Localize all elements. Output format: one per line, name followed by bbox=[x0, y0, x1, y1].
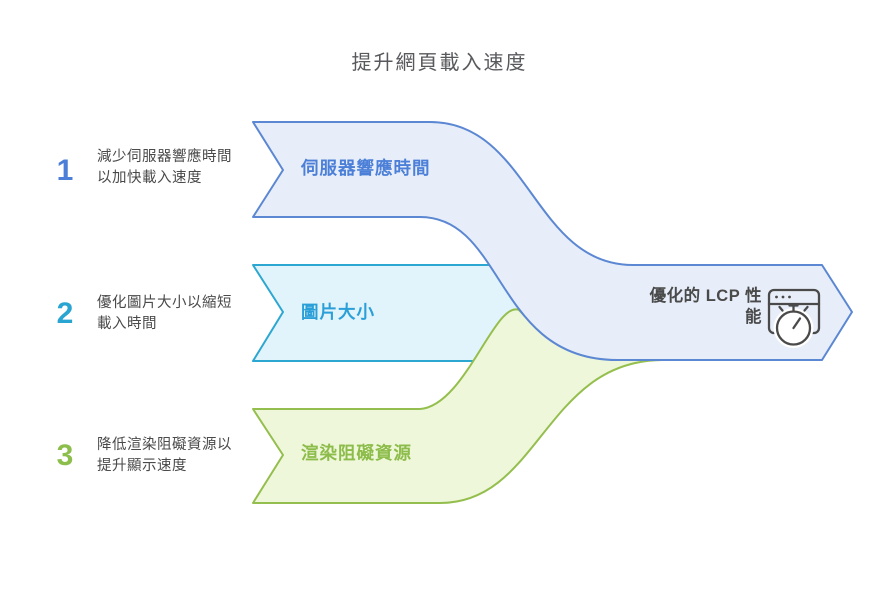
step-description: 減少伺服器響應時間 以加快載入速度 bbox=[97, 147, 257, 189]
step-description-line: 優化圖片大小以縮短 bbox=[97, 295, 232, 311]
step-description: 優化圖片大小以縮短 載入時間 bbox=[97, 293, 257, 335]
band-image-size-outline bbox=[252, 264, 521, 362]
step-description-line: 以加快載入速度 bbox=[97, 170, 202, 186]
step-description: 降低渲染阻礙資源以 提升顯示速度 bbox=[97, 435, 257, 477]
stopwatch-hand bbox=[792, 317, 802, 330]
band-label-image-size: 圖片大小 bbox=[301, 302, 375, 322]
outcome-label: 優化的 LCP 性 能 bbox=[542, 286, 762, 328]
step-description-line: 提升顯示速度 bbox=[97, 458, 187, 474]
band-label-server-response-time: 伺服器響應時間 bbox=[301, 158, 431, 178]
band-label-render-blocking-resources: 渲染阻礙資源 bbox=[301, 443, 412, 463]
outcome-label-line: 優化的 LCP 性 bbox=[649, 287, 762, 305]
step-description-line: 載入時間 bbox=[97, 316, 157, 332]
stopwatch-right-ear bbox=[803, 305, 809, 312]
step-number: 2 bbox=[56, 297, 74, 330]
band-server-response-and-outcome-arrow-shape bbox=[252, 121, 853, 361]
page-title: 提升網頁載入速度 bbox=[351, 52, 528, 74]
outcome-label-line: 能 bbox=[745, 308, 762, 326]
step-number: 1 bbox=[56, 154, 74, 187]
step-description-line: 降低渲染阻礙資源以 bbox=[97, 437, 232, 453]
step-description-line: 減少伺服器響應時間 bbox=[97, 149, 232, 165]
step-number: 3 bbox=[56, 439, 74, 472]
stopwatch-left-ear bbox=[778, 305, 784, 312]
band-image-size-shape bbox=[253, 265, 521, 361]
browser-stopwatch-icon bbox=[767, 288, 821, 348]
browser-dots-icon bbox=[775, 295, 791, 299]
